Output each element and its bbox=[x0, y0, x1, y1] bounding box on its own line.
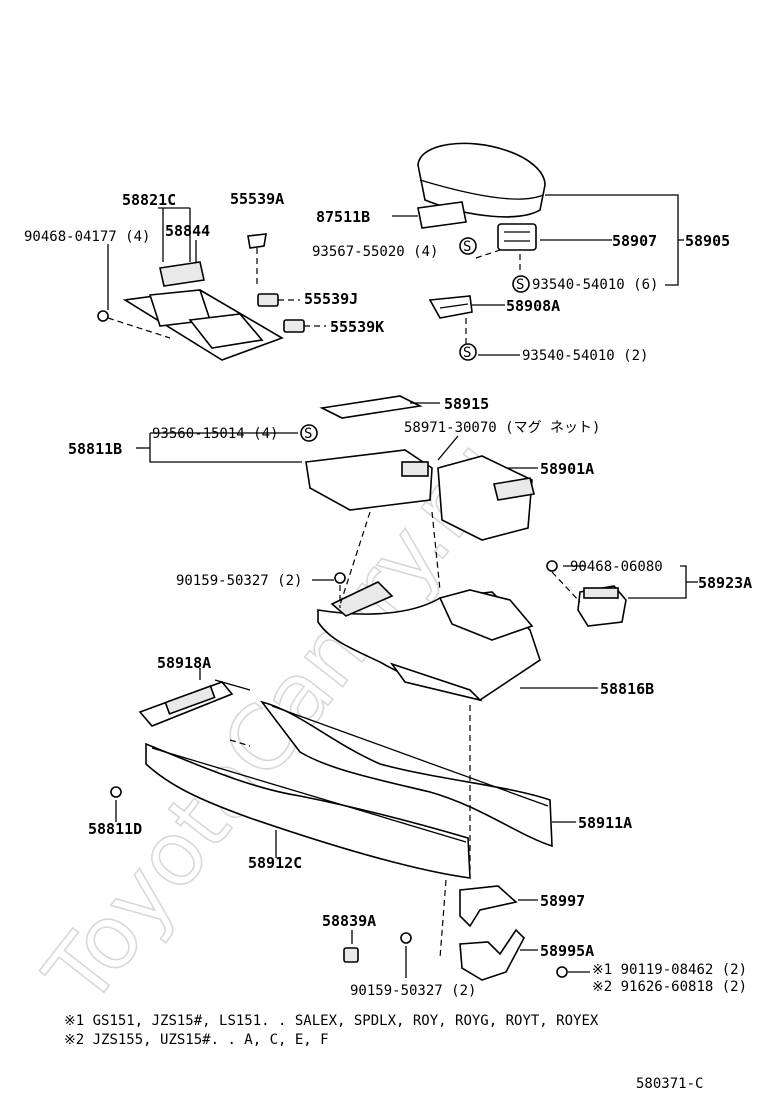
switch-55539J bbox=[257, 293, 279, 307]
label-58997: 58997 bbox=[540, 892, 585, 910]
label-93560-15014: 93560-15014 (4) bbox=[152, 426, 278, 442]
label-93540-54010-2: 93540-54010 (2) bbox=[522, 348, 648, 364]
s-mark-1: S bbox=[459, 237, 477, 255]
bracket-58908A bbox=[428, 295, 473, 319]
s-mark-2: S bbox=[512, 275, 530, 293]
label-58923A: 58923A bbox=[698, 574, 752, 592]
label-58901A: 58901A bbox=[540, 460, 594, 478]
label-58908A: 58908A bbox=[506, 297, 560, 315]
label-58915: 58915 bbox=[444, 395, 489, 413]
bracket-58997 bbox=[459, 885, 518, 928]
label-91626-60818: ※2 91626-60818 (2) bbox=[592, 979, 747, 995]
bracket-58923A bbox=[577, 585, 627, 627]
label-58971-30070: 58971-30070 (マグ ネット) bbox=[404, 420, 600, 436]
hinge-58907 bbox=[497, 223, 537, 251]
screw-58811D bbox=[110, 786, 122, 798]
clip-55539A bbox=[247, 233, 267, 249]
label-58912C: 58912C bbox=[248, 854, 302, 872]
footnote-2: ※2 JZS155, UZS15#. . A, C, E, F bbox=[64, 1032, 329, 1048]
screw-90159-a bbox=[334, 572, 346, 584]
svg-text:S: S bbox=[463, 345, 471, 361]
label-55539K: 55539K bbox=[330, 318, 384, 336]
s-mark-4: S bbox=[300, 424, 318, 442]
console-box-58816B bbox=[317, 581, 541, 702]
screw-90468-04177 bbox=[97, 310, 109, 322]
label-58905: 58905 bbox=[685, 232, 730, 250]
label-58839A: 58839A bbox=[322, 912, 376, 930]
label-93540-54010-6: 93540-54010 (6) bbox=[532, 277, 658, 293]
label-90468-04177: 90468-04177 (4) bbox=[24, 229, 150, 245]
screw-90159-b bbox=[400, 932, 412, 944]
box-58811B bbox=[305, 449, 433, 511]
label-58907: 58907 bbox=[612, 232, 657, 250]
label-58844: 58844 bbox=[165, 222, 210, 240]
label-58811B: 58811B bbox=[68, 440, 122, 458]
label-58995A: 58995A bbox=[540, 942, 594, 960]
panel-58912C bbox=[145, 742, 471, 879]
label-58811D: 58811D bbox=[88, 820, 142, 838]
screw-90119 bbox=[556, 966, 568, 978]
bracket-58995A bbox=[459, 928, 525, 981]
label-90159-50327-a: 90159-50327 (2) bbox=[176, 573, 302, 589]
panel-58911A bbox=[259, 700, 553, 848]
label-58821C: 58821C bbox=[122, 191, 176, 209]
diagram-code: 580371-C bbox=[636, 1076, 703, 1092]
label-58918A: 58918A bbox=[157, 654, 211, 672]
svg-text:S: S bbox=[304, 426, 312, 442]
switch-58918A bbox=[138, 681, 234, 727]
label-55539A: 55539A bbox=[230, 190, 284, 208]
armrest-lid bbox=[417, 142, 546, 229]
label-93567-55020: 93567-55020 (4) bbox=[312, 244, 438, 260]
label-90119-08462: ※1 90119-08462 (2) bbox=[592, 962, 747, 978]
lid-58915 bbox=[319, 395, 423, 419]
screw-90468-06080 bbox=[546, 560, 558, 572]
label-90159-50327-b: 90159-50327 (2) bbox=[350, 983, 476, 999]
label-55539J: 55539J bbox=[304, 290, 358, 308]
s-mark-3: S bbox=[459, 343, 477, 361]
svg-text:S: S bbox=[463, 239, 471, 255]
shift-panel-58821C bbox=[122, 261, 284, 361]
label-58816B: 58816B bbox=[600, 680, 654, 698]
label-87511B: 87511B bbox=[316, 208, 370, 226]
svg-text:S: S bbox=[516, 277, 524, 293]
switch-55539K bbox=[283, 319, 305, 333]
label-58911A: 58911A bbox=[578, 814, 632, 832]
label-90468-06080: 90468-06080 bbox=[570, 559, 663, 575]
clip-58839A bbox=[343, 947, 359, 963]
tray-58901A bbox=[437, 455, 535, 541]
footnote-1: ※1 GS151, JZS15#, LS151. . SALEX, SPDLX,… bbox=[64, 1013, 599, 1029]
